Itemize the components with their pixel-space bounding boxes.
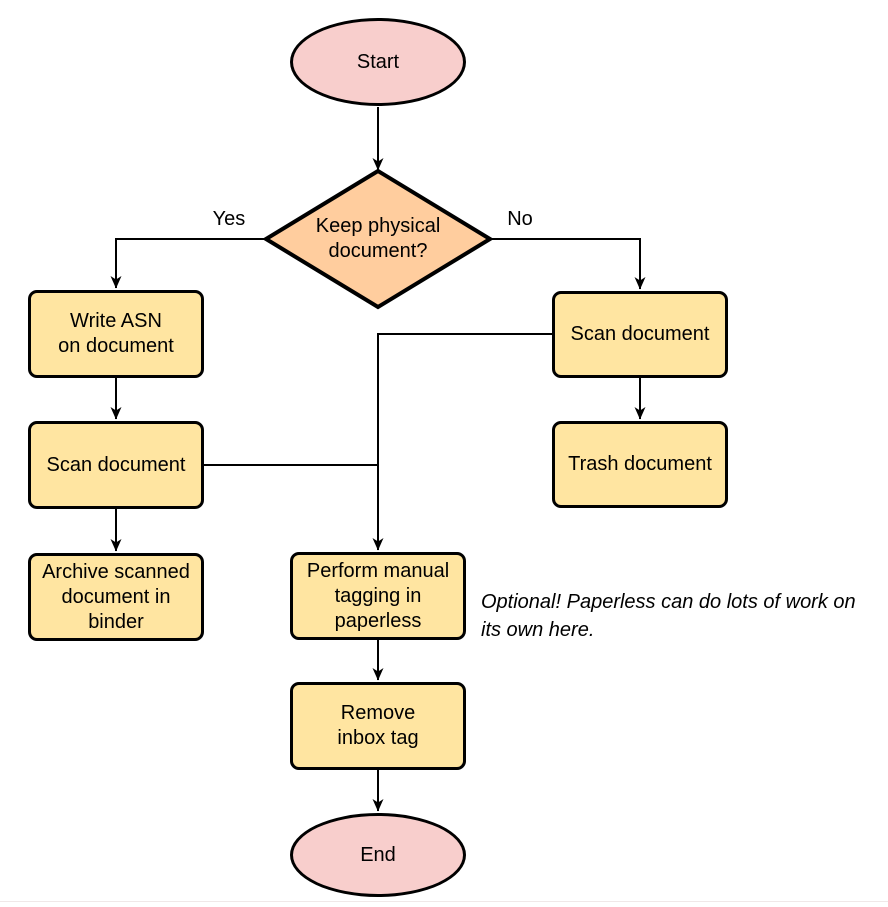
node-start-label: Start	[356, 50, 400, 73]
node-end: End	[290, 813, 466, 897]
optional-note: Optional! Paperless can do lots of work …	[481, 591, 856, 641]
edge-scan-right-to-perform-tagging	[372, 333, 552, 551]
edge-label-no: No	[507, 208, 533, 230]
node-perform-tagging-label: Perform manual tagging in paperless	[306, 559, 450, 632]
decision-diamond-shape	[262, 168, 494, 310]
bottom-divider-line	[0, 901, 888, 902]
node-decision: Keep physical document?	[261, 167, 495, 311]
node-scan-left: Scan document	[28, 421, 204, 509]
node-remove-inbox: Remove inbox tag	[290, 682, 466, 770]
node-scan-right: Scan document	[552, 291, 728, 378]
edge-decision-no-to-scan-right	[491, 238, 646, 290]
node-scan-left-label: Scan document	[46, 453, 186, 476]
node-remove-inbox-label: Remove inbox tag	[337, 702, 419, 749]
node-archive-label: Archive scanned document in binder	[42, 560, 190, 633]
node-archive: Archive scanned document in binder	[28, 553, 204, 641]
edge-label-yes: Yes	[212, 208, 246, 230]
node-write-asn-label: Write ASN on document	[58, 310, 174, 357]
edge-decision-yes-to-write-asn	[110, 238, 265, 289]
node-scan-right-label: Scan document	[570, 323, 710, 345]
node-start: Start	[290, 18, 466, 106]
node-perform-tagging: Perform manual tagging in paperless	[290, 552, 466, 640]
node-write-asn: Write ASN on document	[28, 290, 204, 378]
node-trash: Trash document	[552, 421, 728, 508]
node-end-label: End	[360, 843, 396, 866]
node-decision-label: Keep physical document?	[315, 215, 441, 262]
node-trash-label: Trash document	[568, 453, 712, 475]
